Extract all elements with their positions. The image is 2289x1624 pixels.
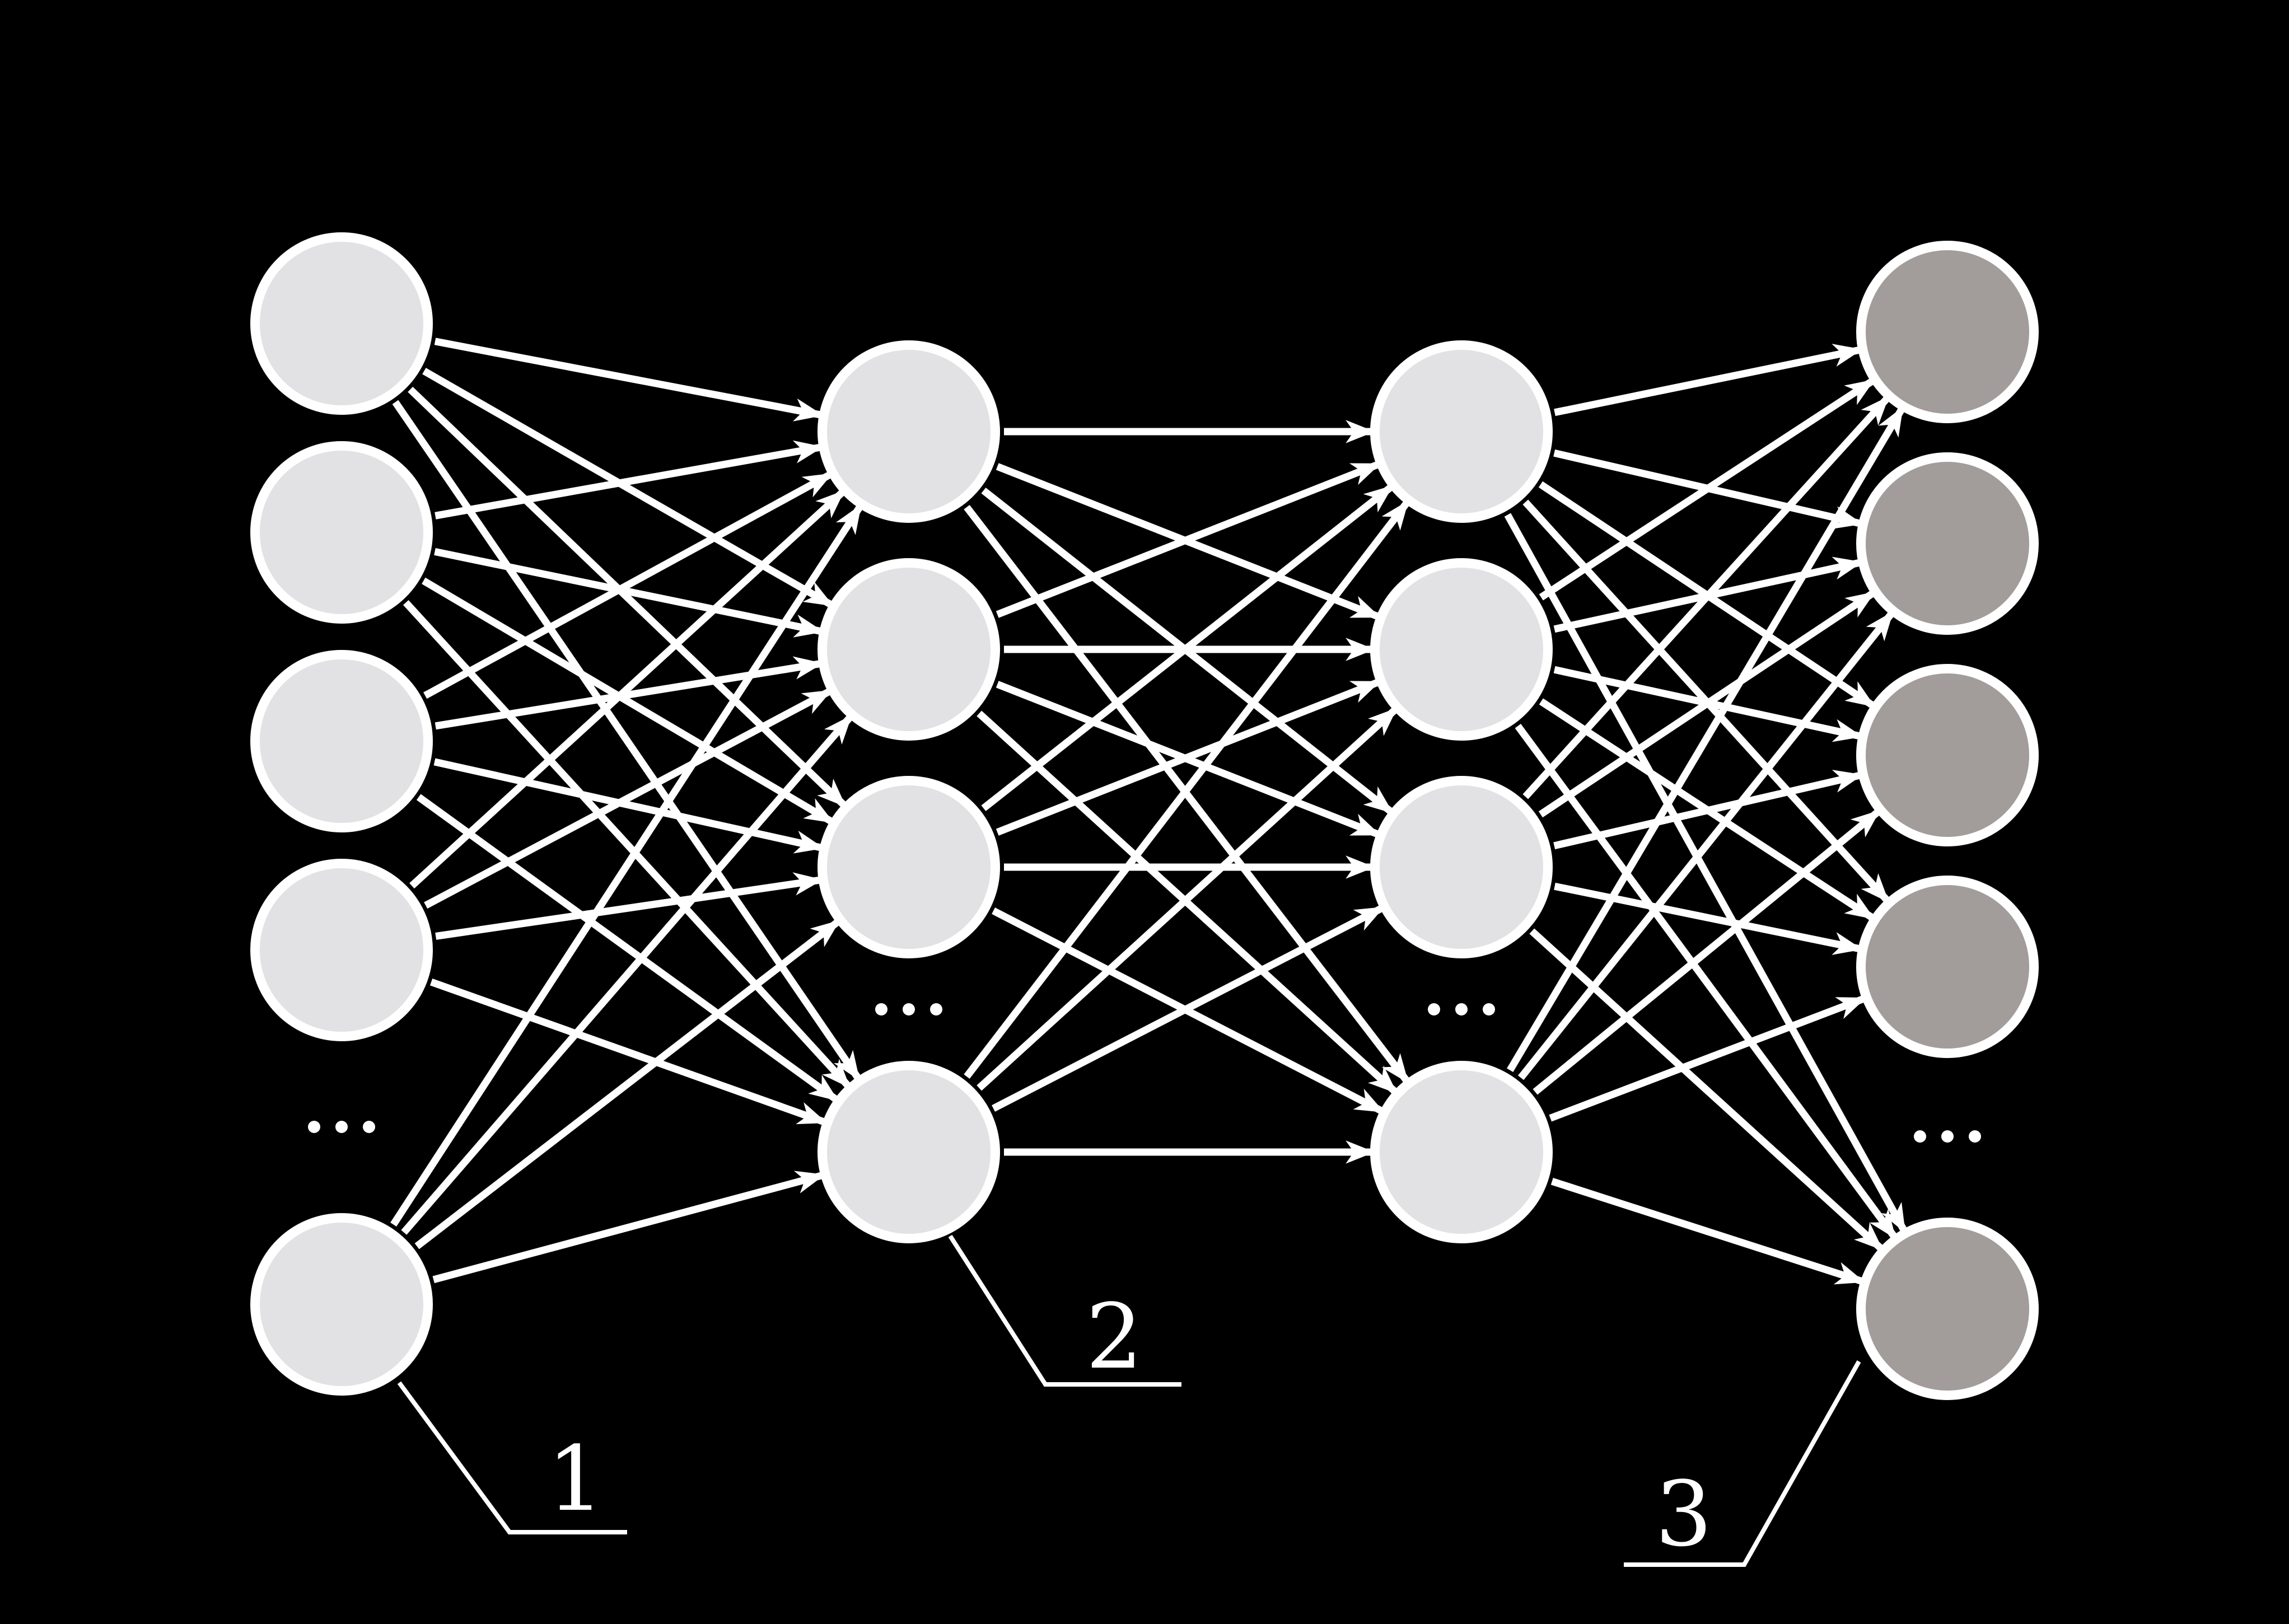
input-layer-node-5	[250, 1213, 433, 1396]
connection-arrow-input-layer-n5-to-hidden-layer-1-n4	[432, 1171, 825, 1284]
connection-arrow-hidden-layer-1-n4-to-hidden-layer-2-n2	[977, 706, 1398, 1091]
hidden-layer-1-node-2	[818, 558, 1000, 741]
output-layer-ellipsis-dot	[1969, 1130, 1981, 1143]
connection-arrow-hidden-layer-2-n3-to-output-layer-n1	[1522, 396, 1890, 799]
hidden-layer-2-ellipsis-dot	[1428, 1003, 1440, 1015]
hidden-layer-1-ellipsis-dot	[903, 1003, 915, 1015]
hidden-layer-2-ellipsis-dot	[1455, 1003, 1468, 1015]
hidden-layer-2-node-2	[1370, 558, 1553, 741]
output-layer-ellipsis-dot	[1941, 1130, 1954, 1143]
input-layer-node-3	[250, 650, 433, 832]
connection-arrow-hidden-layer-2-n1-to-output-layer-n1	[1554, 344, 1863, 416]
hidden-layer-1-node-1	[818, 340, 1000, 523]
connection-arrow-hidden-layer-2-n2-to-output-layer-n1	[1539, 378, 1875, 601]
label-callouts-layer	[397, 1234, 1861, 1567]
hidden-layer-1-ellipsis-dot	[875, 1003, 887, 1015]
connection-arrow-hidden-layer-2-n4-to-output-layer-n5	[1550, 1178, 1865, 1285]
connection-arrow-input-layer-n1-to-hidden-layer-1-n1	[434, 338, 824, 422]
connection-arrow-hidden-layer-2-n4-to-output-layer-n4	[1549, 995, 1867, 1122]
connection-arrow-hidden-layer-1-n4-to-hidden-layer-2-n1	[964, 500, 1410, 1079]
connection-arrow-input-layer-n4-to-hidden-layer-1-n4	[429, 978, 828, 1126]
connection-arrow-hidden-layer-2-n3-to-output-layer-n4	[1554, 882, 1863, 955]
connection-arrow-input-layer-n3-to-hidden-layer-1-n4	[416, 794, 839, 1103]
input-layer-ellipsis-dot	[335, 1121, 348, 1133]
input-layer-ellipsis-dot	[308, 1121, 320, 1133]
hidden-layer-2-node-3	[1370, 776, 1553, 958]
connection-arrow-hidden-layer-1-n2-to-hidden-layer-2-n1	[996, 461, 1381, 618]
label-callout-line-1	[397, 1381, 627, 1534]
output-layer-node-5	[1856, 1218, 2039, 1400]
output-layer-node-2	[1856, 452, 2039, 635]
input-layer-ellipsis-dot	[363, 1121, 375, 1133]
connection-arrow-hidden-layer-2-n2-to-output-layer-n5	[1515, 724, 1898, 1239]
output-layer-ellipsis-dot	[1914, 1130, 1926, 1143]
connection-arrow-input-layer-n4-to-hidden-layer-1-n3	[435, 872, 823, 940]
layer-label-3: 3	[1655, 1462, 1712, 1566]
connection-arrow-hidden-layer-2-n3-to-output-layer-n5	[1529, 928, 1884, 1252]
connection-arrow-hidden-layer-1-n3-to-hidden-layer-2-n2	[996, 678, 1381, 836]
connection-arrow-hidden-layer-2-n3-to-output-layer-n3	[1553, 770, 1863, 850]
connection-arrow-input-layer-n5-to-hidden-layer-1-n3	[414, 919, 840, 1249]
connection-arrow-input-layer-n5-to-hidden-layer-1-n2	[401, 714, 853, 1235]
input-layer-node-4	[250, 859, 433, 1041]
ellipsis-layer	[308, 1003, 1981, 1143]
layer-label-2: 2	[1086, 1284, 1143, 1389]
connection-arrow-hidden-layer-1-n3-to-hidden-layer-2-n1	[981, 484, 1394, 811]
connection-arrow-hidden-layer-2-n4-to-output-layer-n1	[1507, 406, 1905, 1073]
connection-arrow-input-layer-n4-to-hidden-layer-1-n2	[424, 688, 833, 909]
connection-arrow-input-layer-n2-to-hidden-layer-1-n1	[435, 440, 824, 520]
connection-arrow-hidden-layer-2-n3-to-output-layer-n2	[1538, 590, 1876, 818]
hidden-layer-2-node-4	[1370, 1061, 1553, 1243]
output-layer-node-4	[1856, 876, 2039, 1058]
connection-arrow-input-layer-n4-to-hidden-layer-1-n1	[409, 489, 845, 889]
hidden-layer-2-ellipsis-dot	[1483, 1003, 1495, 1015]
connection-arrow-input-layer-n1-to-hidden-layer-1-n3	[408, 386, 847, 808]
output-layer-node-1	[1856, 241, 2039, 423]
connection-arrow-input-layer-n2-to-hidden-layer-1-n2	[434, 548, 824, 638]
connection-arrow-input-layer-n3-to-hidden-layer-1-n3	[433, 758, 824, 854]
connection-arrow-hidden-layer-2-n1-to-output-layer-n5	[1504, 513, 1908, 1233]
connection-arrow-input-layer-n2-to-hidden-layer-1-n3	[422, 577, 834, 825]
label-callout-line-3	[1624, 1360, 1861, 1567]
nodes-layer	[250, 232, 2039, 1400]
hidden-layer-1-node-4	[818, 1061, 1000, 1243]
connection-arrow-hidden-layer-2-n4-to-output-layer-n3	[1533, 809, 1881, 1095]
layer-label-1: 1	[547, 1426, 604, 1531]
input-layer-node-2	[250, 441, 433, 624]
connection-arrow-hidden-layer-2-n4-to-output-layer-n2	[1518, 611, 1895, 1080]
connection-arrow-input-layer-n2-to-hidden-layer-1-n4	[403, 600, 851, 1089]
edges-layer	[390, 338, 1908, 1285]
input-layer-node-1	[250, 232, 433, 415]
labels-layer: 1 2 3	[547, 1284, 1712, 1566]
connection-arrow-input-layer-n5-to-hidden-layer-1-n1	[390, 504, 863, 1227]
hidden-layer-1-node-3	[818, 776, 1000, 958]
connection-arrow-hidden-layer-1-n4-to-hidden-layer-2-n3	[992, 905, 1385, 1112]
connection-arrow-input-layer-n3-to-hidden-layer-1-n2	[435, 656, 824, 730]
hidden-layer-2-node-1	[1370, 340, 1553, 523]
label-callout-line-2	[948, 1234, 1181, 1387]
connection-arrow-input-layer-n3-to-hidden-layer-1-n1	[423, 471, 833, 699]
hidden-layer-1-ellipsis-dot	[930, 1003, 942, 1015]
output-layer-node-3	[1856, 664, 2039, 846]
